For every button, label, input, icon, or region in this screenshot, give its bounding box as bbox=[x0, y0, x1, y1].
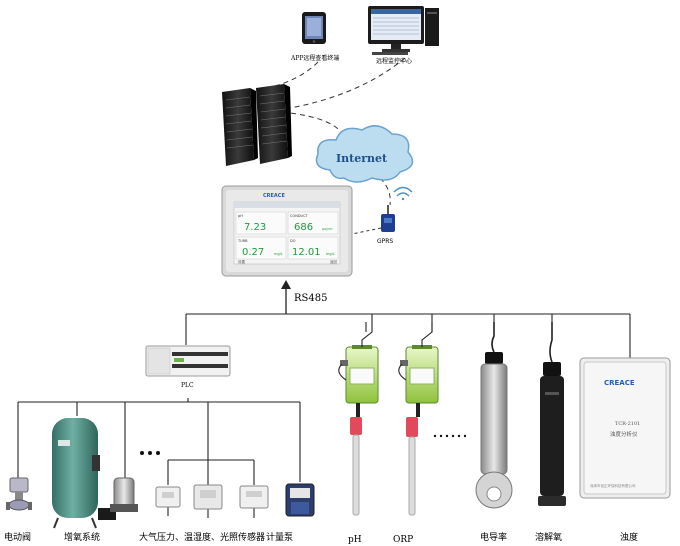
workstation-icon bbox=[368, 6, 439, 55]
hmi-reading-unit: μs/cm bbox=[322, 227, 333, 231]
ph-label: pH bbox=[348, 535, 362, 545]
rs485-label: RS485 bbox=[294, 293, 327, 304]
analyzer-brand: CREACE bbox=[604, 379, 635, 387]
conductivity-label: 电导率 bbox=[480, 531, 507, 543]
hmi-reading-unit: mg/L bbox=[274, 252, 283, 256]
gprs-module-icon bbox=[381, 205, 395, 232]
analyzer-name: 浊度分析仪 bbox=[610, 430, 638, 438]
internet-label: Internet bbox=[336, 152, 388, 165]
hmi-footer-right: 返回 bbox=[330, 259, 338, 264]
ph-transmitter-icon bbox=[338, 322, 379, 404]
remote-center-label: 远程监控中心 bbox=[376, 57, 412, 65]
link-tablet-server bbox=[267, 61, 319, 89]
ph-electrode-icon bbox=[350, 403, 362, 516]
do-label: 溶解氧 bbox=[535, 531, 562, 543]
analyzer-model: TCR-2101 bbox=[615, 421, 640, 427]
dissolved-oxygen-probe-icon bbox=[538, 322, 566, 506]
wifi-icon bbox=[393, 186, 413, 201]
electric-valve-icon bbox=[6, 477, 32, 511]
hmi-reading-value: 12.01 bbox=[292, 247, 321, 258]
more-probes-dots bbox=[433, 434, 467, 438]
gprs-label: GPRS bbox=[377, 238, 393, 245]
link-monitor-server bbox=[289, 57, 406, 109]
humidity-sensor-icon bbox=[193, 484, 223, 518]
server-rack-icon bbox=[222, 84, 292, 166]
turbidity-label: 浊度 bbox=[620, 531, 638, 543]
plc-label: PLC bbox=[181, 382, 194, 389]
hmi-reading-label: TURB bbox=[237, 239, 248, 243]
hmi-panel: CREACE pH 7.23 CONDUCT 686 μs/cm TURB 0.… bbox=[221, 185, 353, 277]
hmi-footer-left: 设置 bbox=[238, 259, 245, 264]
orp-electrode-icon bbox=[406, 403, 420, 516]
gprs-hmi-link bbox=[351, 227, 382, 235]
sensors-label: 大气压力、温湿度、光照传感器 bbox=[139, 531, 265, 543]
hmi-reading-value: 7.23 bbox=[244, 222, 266, 233]
oxygen-label: 增氧系统 bbox=[64, 531, 100, 543]
oxygen-tank-icon bbox=[52, 418, 116, 529]
hmi-reading-unit: mg/L bbox=[326, 252, 335, 256]
valve-label: 电动阀 bbox=[4, 531, 31, 543]
app-terminal-label: APP远程查看终端 bbox=[290, 54, 339, 62]
hmi-reading-label: CONDUCT bbox=[290, 214, 309, 218]
conductivity-probe-icon bbox=[475, 322, 513, 509]
pump-label: 计量泵 bbox=[266, 531, 293, 543]
hmi-reading-label: DO bbox=[290, 239, 296, 243]
more-devices-dots bbox=[140, 451, 160, 455]
orp-label: ORP bbox=[393, 535, 413, 545]
filter-cartridge-icon bbox=[110, 477, 138, 512]
orp-transmitter-icon bbox=[398, 322, 439, 404]
light-sensor-icon bbox=[239, 485, 269, 518]
turbidity-analyzer-icon: CREACE TCR-2101 浊度分析仪 深圳市创正环保科技有限公司 bbox=[579, 357, 671, 499]
link-cloud-gprs bbox=[379, 177, 391, 206]
internet-cloud-icon bbox=[315, 125, 414, 183]
metering-pump-icon bbox=[285, 483, 315, 517]
pressure-sensor-icon bbox=[155, 486, 181, 516]
analyzer-footer: 深圳市创正环保科技有限公司 bbox=[590, 483, 636, 488]
rs485-arrow bbox=[281, 280, 291, 314]
link-server-cloud bbox=[281, 111, 346, 141]
bus-wiring bbox=[17, 313, 631, 485]
tablet-icon bbox=[302, 12, 326, 44]
plc-unit-icon bbox=[145, 345, 231, 377]
hmi-brand: CREACE bbox=[263, 193, 285, 199]
hmi-reading-value: 0.27 bbox=[242, 247, 264, 258]
hmi-reading-label: pH bbox=[238, 214, 243, 218]
hmi-reading-value: 686 bbox=[294, 222, 313, 233]
